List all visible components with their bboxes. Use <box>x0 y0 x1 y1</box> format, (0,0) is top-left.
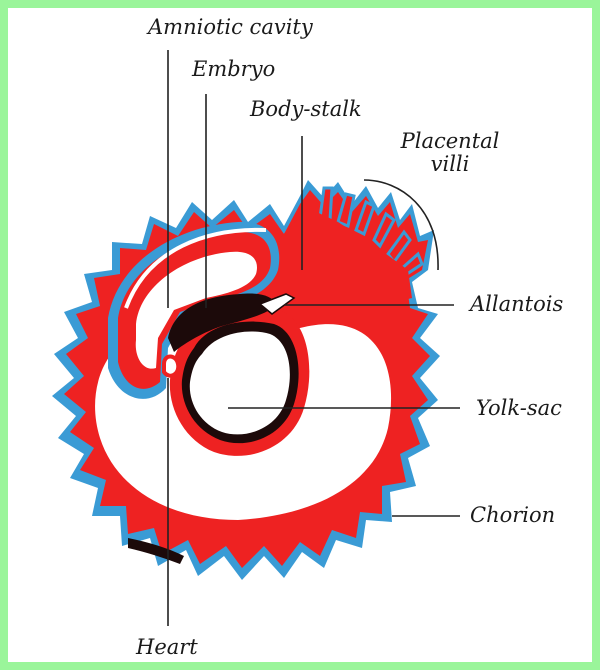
label-placental-line1: Placental <box>390 130 510 153</box>
heart-loop <box>164 357 178 376</box>
label-yolk-sac: Yolk-sac <box>476 397 562 420</box>
diagram-canvas: Amniotic cavity Embryo Body-stalk Placen… <box>8 8 592 662</box>
label-body-stalk: Body-stalk <box>250 98 362 121</box>
label-placental-villi: Placental villi <box>390 130 510 176</box>
label-chorion: Chorion <box>470 504 555 527</box>
label-heart: Heart <box>136 636 198 659</box>
label-amniotic-cavity: Amniotic cavity <box>148 16 313 39</box>
label-embryo: Embryo <box>192 58 275 81</box>
label-allantois: Allantois <box>470 293 563 316</box>
label-placental-line2: villi <box>390 153 510 176</box>
